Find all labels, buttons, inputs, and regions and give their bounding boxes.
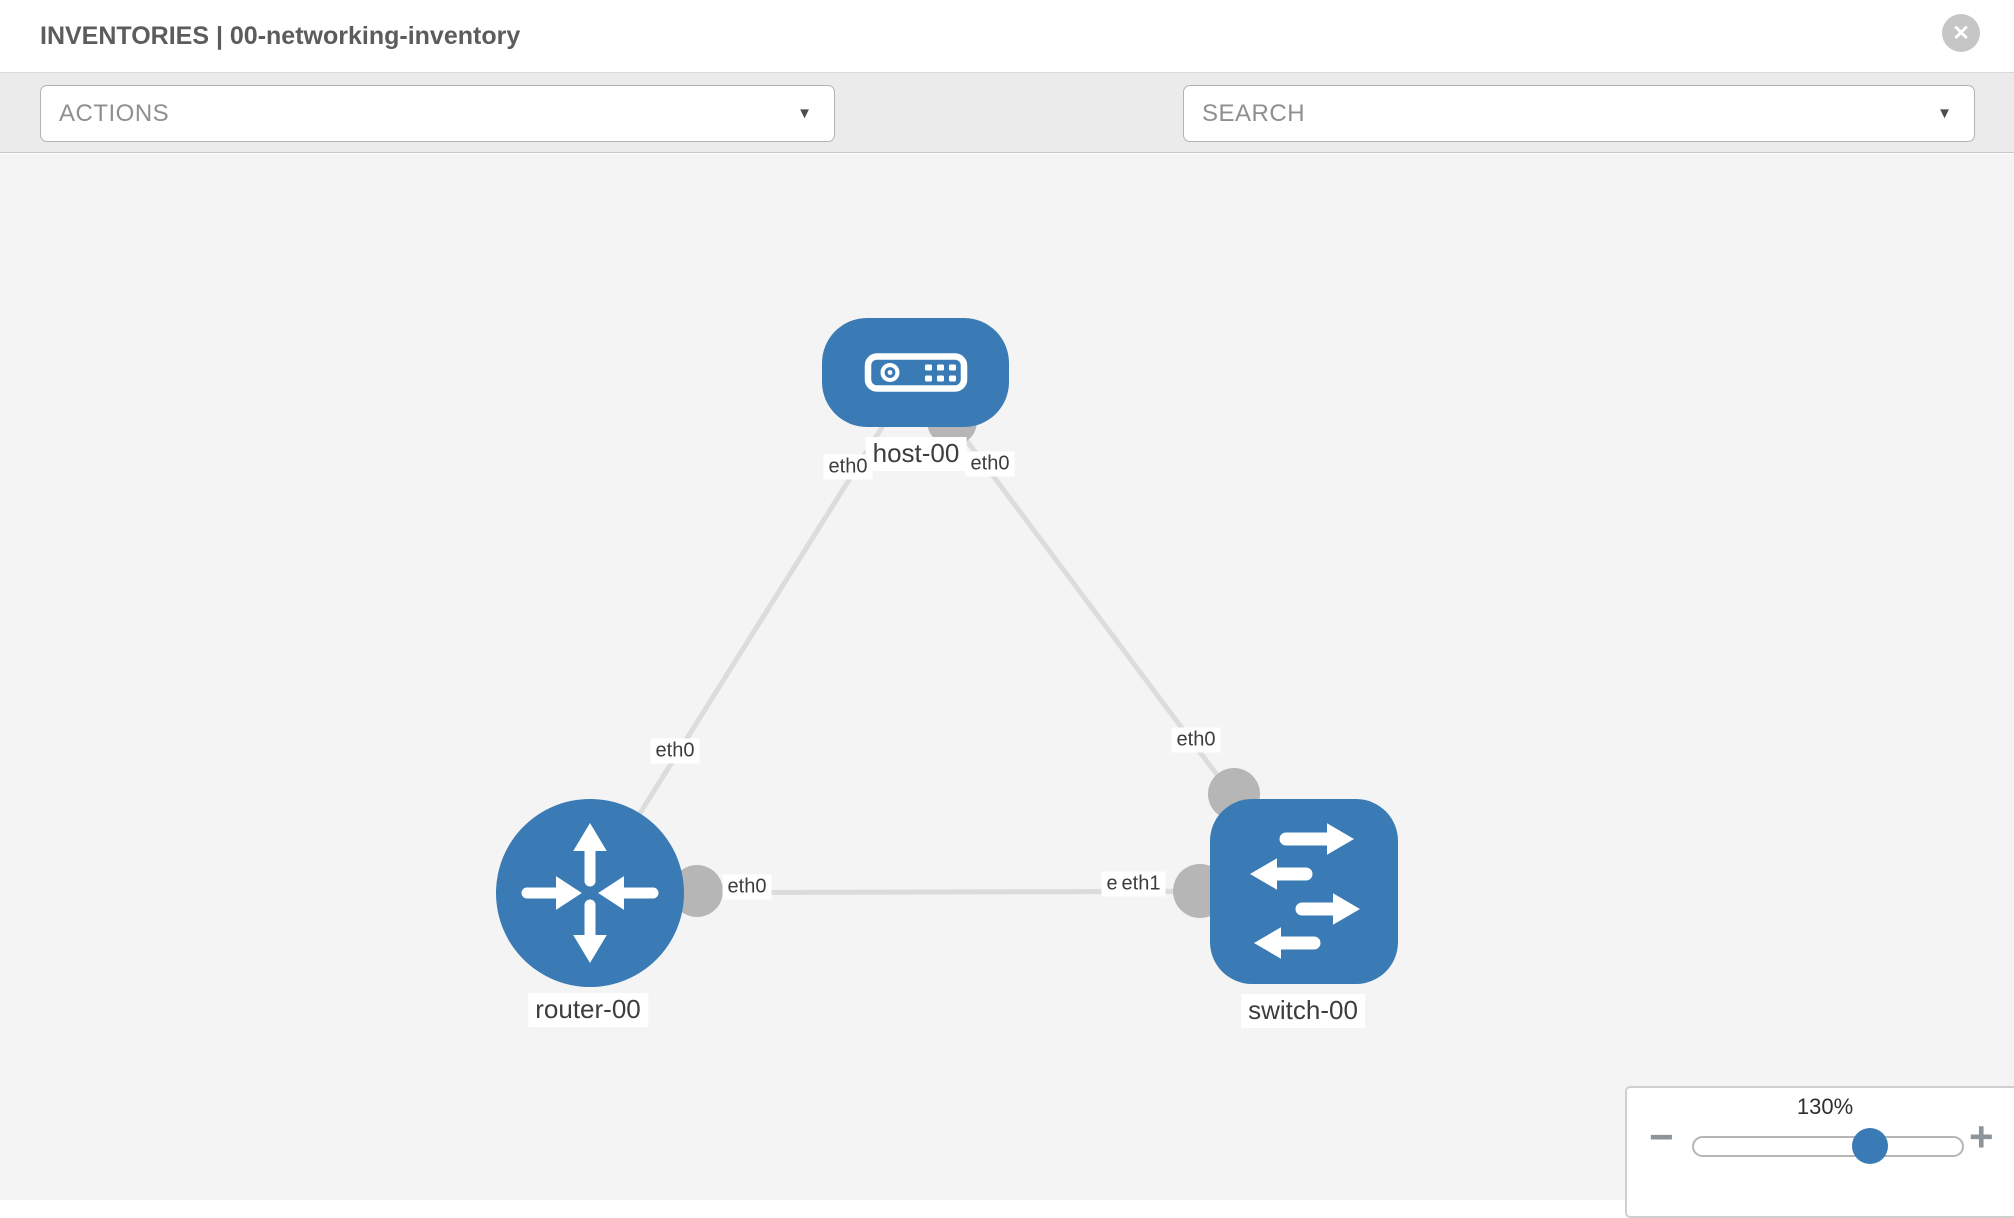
- minus-icon: −: [1649, 1113, 1674, 1160]
- interface-label: eth0: [1171, 727, 1221, 753]
- node-host-00[interactable]: [822, 318, 1009, 427]
- interface-label: eth0: [722, 874, 772, 900]
- interface-label: eth0: [823, 454, 873, 480]
- chevron-down-icon: ▼: [1937, 105, 1952, 122]
- topology-canvas[interactable]: host-00 router-00 switch-00 eth0 eth0 et…: [0, 154, 2014, 1200]
- interface-label: eth0: [650, 738, 700, 764]
- zoom-control-panel: 130% − +: [1625, 1086, 2014, 1218]
- actions-dropdown[interactable]: ACTIONS ▼: [40, 85, 835, 142]
- interface-label: eth0: [965, 451, 1015, 477]
- zoom-slider-track[interactable]: [1692, 1128, 1964, 1164]
- plus-icon: +: [1969, 1113, 1994, 1160]
- router-icon: [521, 823, 659, 963]
- close-button[interactable]: ✕: [1942, 14, 1980, 52]
- node-label-router-00: router-00: [528, 993, 648, 1027]
- chevron-down-icon: ▼: [797, 105, 812, 122]
- zoom-level-value: 130%: [1796, 1094, 1854, 1119]
- panel-header: INVENTORIES | 00-networking-inventory ✕: [0, 0, 2014, 73]
- close-icon: ✕: [1952, 21, 1970, 45]
- page-title: INVENTORIES | 00-networking-inventory: [40, 22, 521, 50]
- node-switch-00[interactable]: [1210, 799, 1398, 984]
- search-dropdown-label: SEARCH: [1202, 99, 1306, 127]
- interface-connector: [671, 865, 723, 917]
- toolbar: ACTIONS ▼ SEARCH ▼: [0, 73, 2014, 204]
- zoom-in-button[interactable]: +: [1969, 1116, 1994, 1158]
- search-dropdown[interactable]: SEARCH ▼: [1183, 85, 1975, 142]
- node-router-00[interactable]: [496, 799, 684, 987]
- actions-dropdown-label: ACTIONS: [59, 99, 170, 127]
- zoom-slider-thumb[interactable]: [1852, 1128, 1888, 1164]
- zoom-out-button[interactable]: −: [1649, 1116, 1674, 1158]
- interface-label: eth1: [1116, 871, 1166, 897]
- switch-icon: [1250, 823, 1360, 959]
- node-label-switch-00: switch-00: [1241, 994, 1365, 1028]
- node-label-host-00: host-00: [865, 437, 967, 471]
- server-icon: [864, 353, 968, 392]
